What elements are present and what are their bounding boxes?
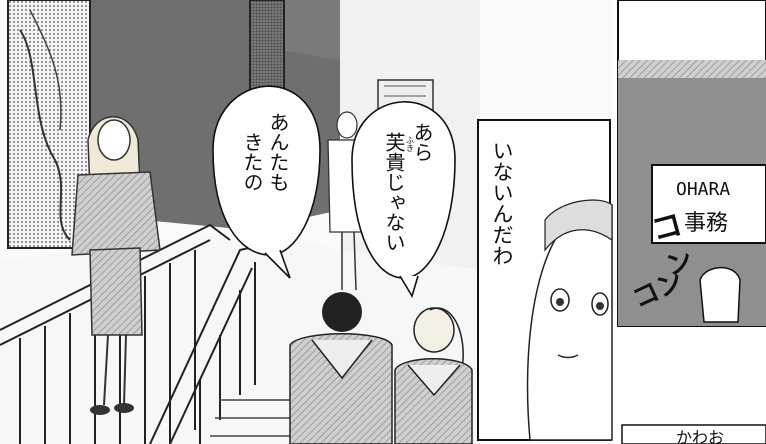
bottom-caption-text: かわお bbox=[676, 428, 724, 444]
right-painting bbox=[249, 0, 285, 91]
balloon-center-ruby: ふき bbox=[406, 136, 415, 152]
narration-text: いないんだわ bbox=[490, 140, 514, 266]
sign-line1: OHARA bbox=[676, 179, 730, 200]
sign-line2: 事務 bbox=[684, 211, 728, 236]
balloon-left-col2: きたの bbox=[240, 132, 264, 192]
balloon-left bbox=[212, 85, 321, 279]
balloon-center-col1: あら bbox=[410, 122, 434, 162]
balloon-left-col1: あんたも bbox=[266, 112, 290, 192]
right-panel bbox=[617, 0, 766, 327]
knocking-fist bbox=[699, 266, 741, 323]
balloon-center bbox=[351, 101, 456, 298]
bottom-caption-box bbox=[621, 424, 766, 444]
face-foreground bbox=[526, 199, 613, 441]
students-back bbox=[289, 292, 473, 444]
balloon-center-col2: 芙貴じゃない bbox=[382, 132, 406, 252]
office-sign bbox=[651, 164, 766, 244]
girl-left bbox=[71, 116, 161, 415]
